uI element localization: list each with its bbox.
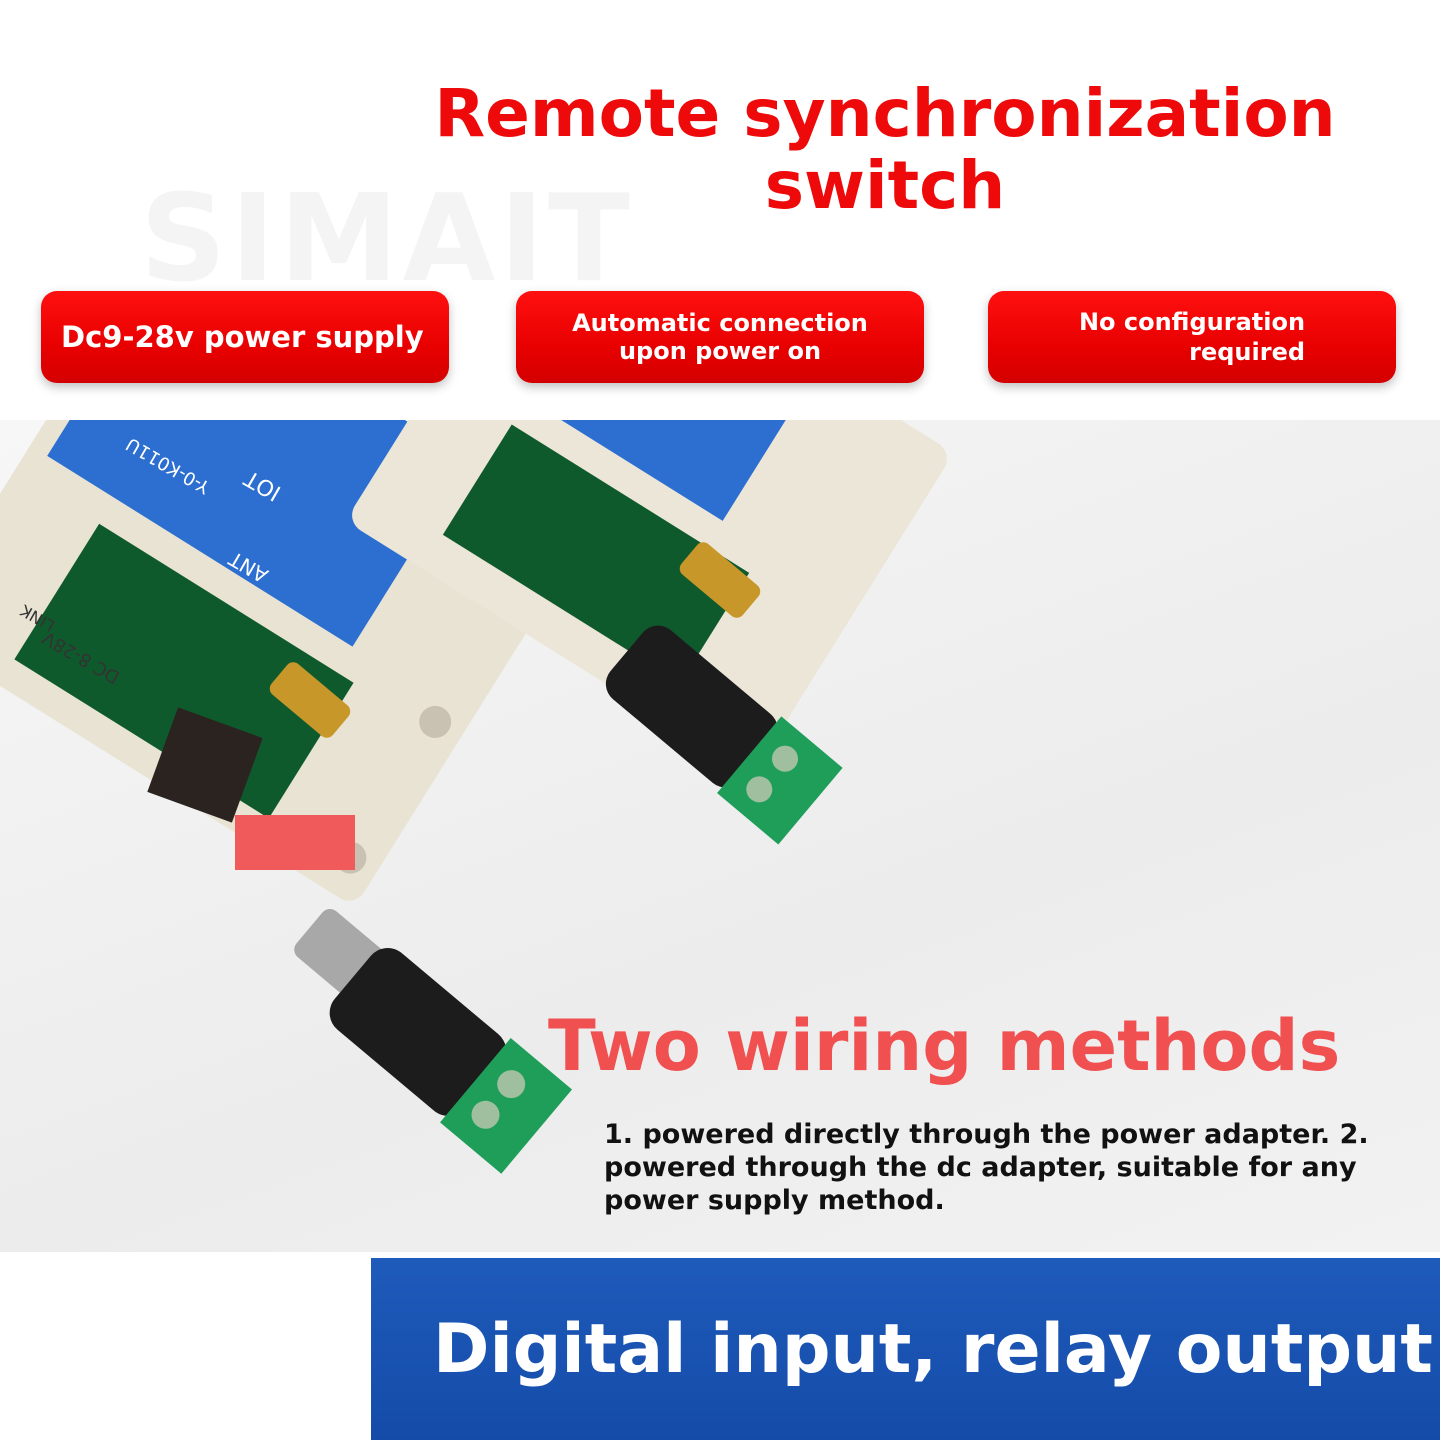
bottom-banner: Digital input, relay output — [371, 1258, 1440, 1440]
left-device-pcb — [14, 523, 354, 819]
product-photo: ANT LINK DC 8-28V IOT Y-0-K011U — [0, 420, 1440, 1252]
dc-jack — [147, 707, 263, 823]
feature-badge-no-config: No configuration required — [988, 291, 1396, 383]
device-illustration: ANT LINK DC 8-28V IOT Y-0-K011U — [0, 420, 947, 1174]
wiring-description: 1. powered directly through the power ad… — [604, 1119, 1369, 1216]
dc-adapter-top — [605, 625, 843, 845]
feature-badge-text: Automatic connection — [572, 309, 868, 337]
feature-badge-text: Dc9-28v power supply — [61, 320, 424, 354]
page-title: Remote synchronization switch — [430, 78, 1340, 222]
left-device — [0, 420, 582, 901]
left-device-panel — [47, 420, 470, 647]
title-line-1: Remote synchronization — [434, 75, 1336, 152]
right-device — [352, 420, 947, 769]
feature-badge-auto-connect: Automatic connection upon power on — [516, 291, 924, 383]
right-device-case — [352, 420, 947, 769]
watermark: SIMAIT — [140, 170, 634, 309]
sma-connector — [679, 542, 761, 618]
right-device-panel — [468, 420, 819, 521]
mount-hole — [419, 705, 452, 738]
feature-badge-text: required — [1189, 338, 1306, 366]
right-device-pcb — [442, 424, 750, 684]
sma-connector — [269, 662, 351, 738]
feature-badge-power: Dc9-28v power supply — [41, 291, 449, 383]
title-line-2: switch — [764, 147, 1006, 224]
dc-adapter-bottom — [294, 909, 573, 1174]
banner-text: Digital input, relay output — [433, 1309, 1433, 1389]
red-tab — [235, 815, 355, 870]
feature-badge-text: upon power on — [618, 337, 822, 365]
wiring-title: Two wiring methods — [548, 1005, 1341, 1087]
feature-badge-text: No configuration — [1078, 308, 1306, 336]
